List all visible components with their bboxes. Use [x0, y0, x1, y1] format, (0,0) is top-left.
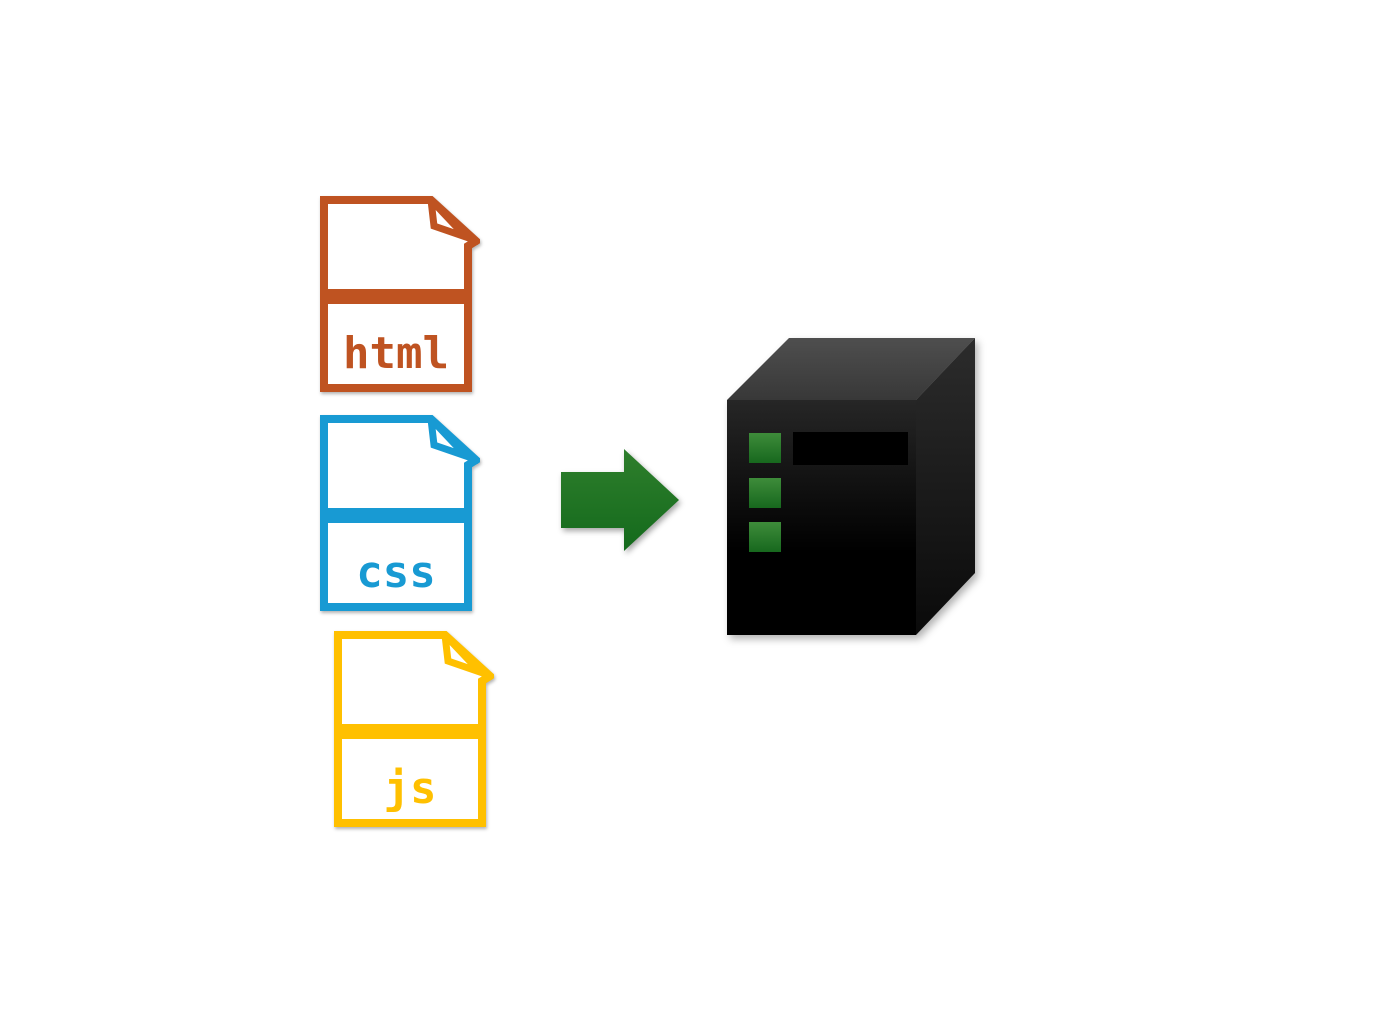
css-file-icon: css — [320, 408, 483, 615]
html-folded-corner-icon — [426, 189, 479, 245]
server-led-2 — [749, 478, 781, 508]
css-file-label: css — [356, 547, 435, 598]
server-side-face — [916, 338, 975, 635]
html-file-icon: html — [320, 189, 483, 396]
css-folded-corner-icon — [426, 408, 479, 464]
server-top-face — [727, 338, 975, 400]
js-file-label: js — [384, 763, 437, 814]
server-led-3 — [749, 522, 781, 552]
html-file-band — [320, 289, 472, 304]
server-led-1 — [749, 433, 781, 463]
js-folded-corner-icon — [440, 624, 493, 680]
js-file-icon: js — [334, 624, 497, 831]
html-file-label: html — [343, 328, 449, 379]
arrow-right-icon — [561, 448, 681, 558]
server-icon — [720, 331, 978, 647]
server-drive-slot — [793, 432, 908, 465]
css-file-band — [320, 508, 472, 523]
arrow-shape — [561, 449, 679, 551]
js-file-band — [334, 724, 486, 739]
